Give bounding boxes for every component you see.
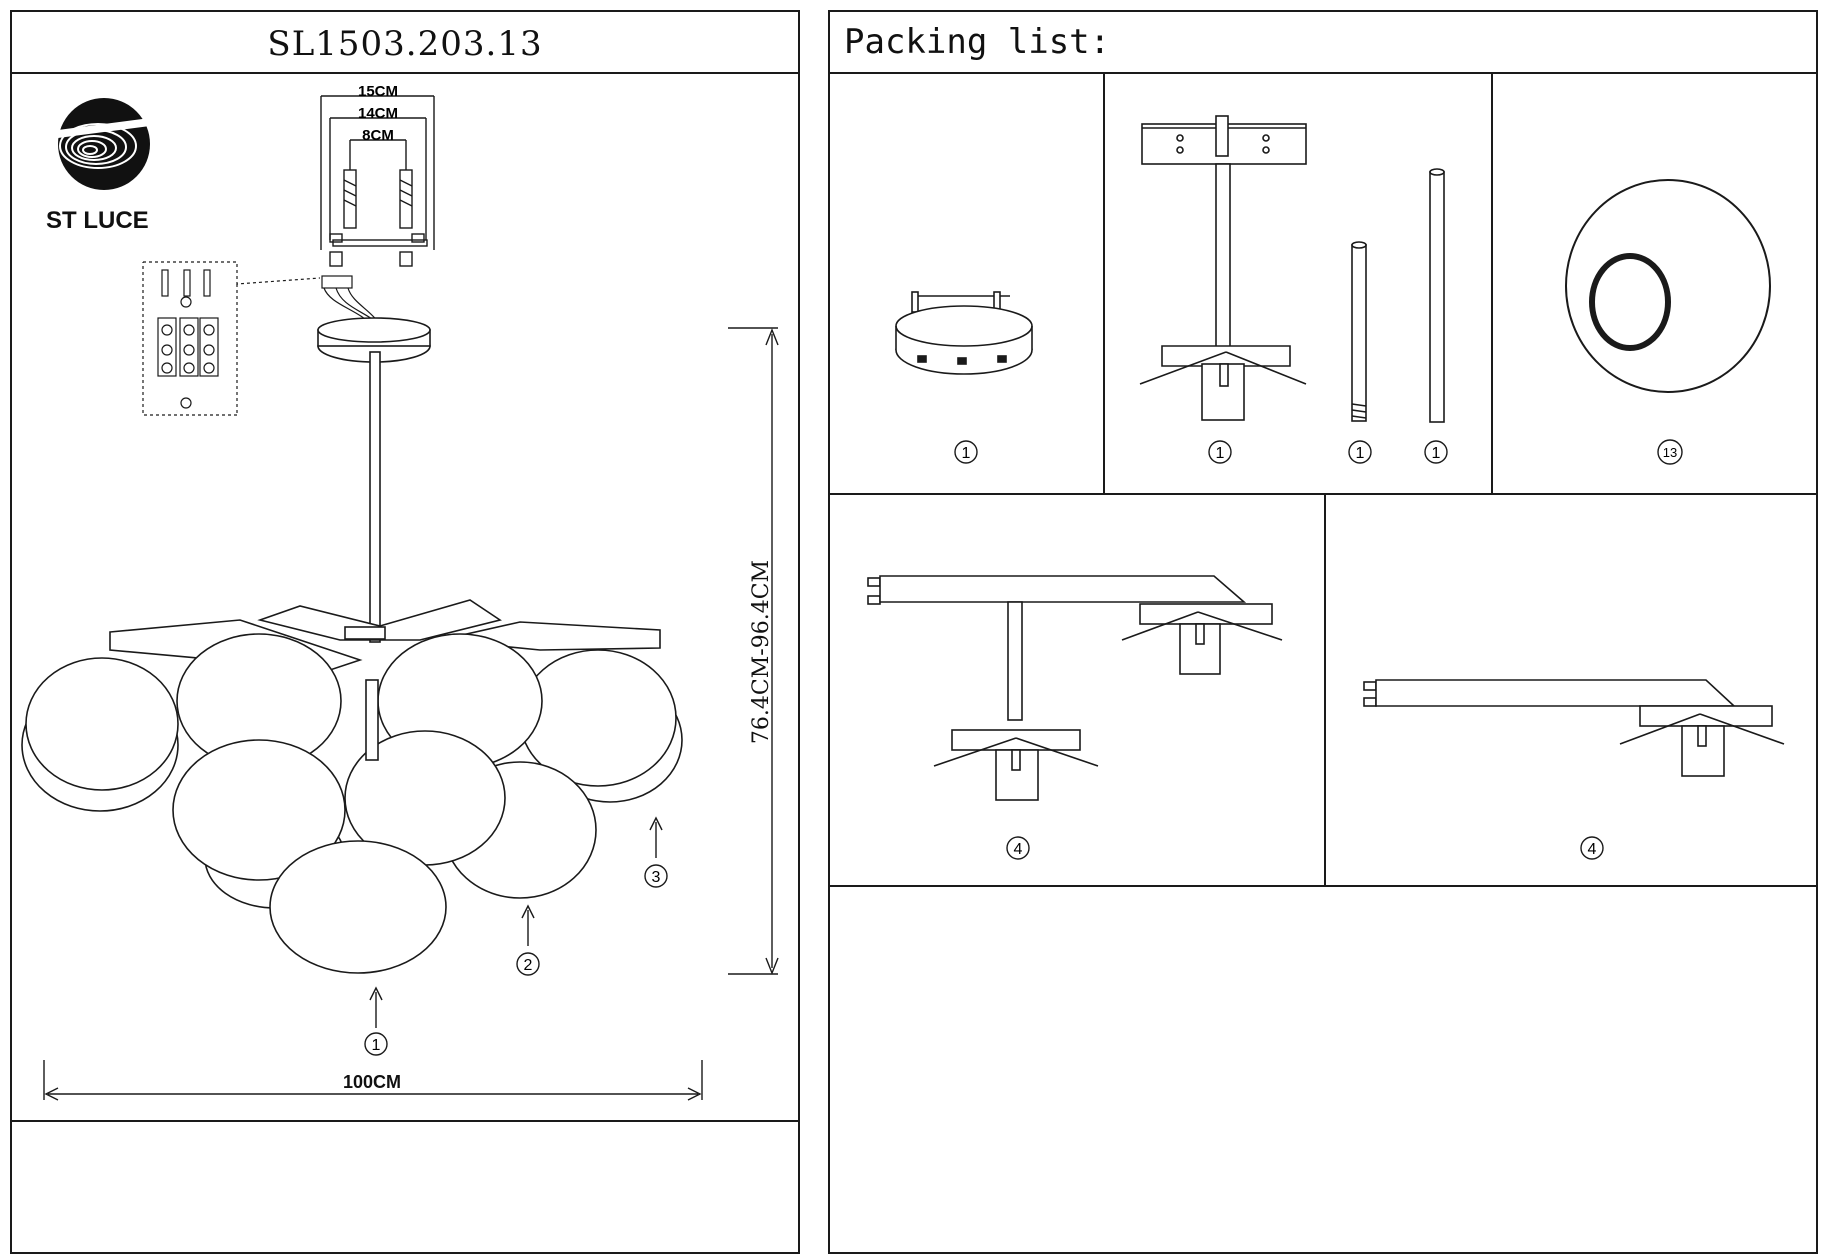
left-footer-box [12, 1120, 798, 1252]
qty-canopy: 1 [962, 445, 971, 462]
width-dimension-label: 100CM [343, 1072, 401, 1092]
mount-dim-14: 14CM [358, 105, 398, 122]
callout-1: 1 [372, 1037, 381, 1054]
packing-item-body [1139, 115, 1307, 421]
packing-list-title: Packing list: [844, 22, 1111, 62]
shade-callouts [364, 816, 668, 1056]
packing-item-canopy [895, 291, 1033, 375]
packing-grid-lines [828, 72, 1818, 887]
mount-dimension-drawing [320, 95, 435, 267]
mount-dim-8: 8CM [362, 127, 394, 144]
qty-arm-double: 4 [1014, 841, 1023, 858]
callout-2: 2 [524, 957, 533, 974]
chandelier-drawing [21, 317, 683, 974]
width-dimension [43, 1060, 703, 1101]
height-dimension [728, 327, 779, 975]
qty-body: 1 [1216, 445, 1225, 462]
model-title-box: SL1503.203.13 [12, 12, 798, 74]
packing-item-rod-short [1351, 241, 1367, 422]
packing-list-panel: Packing list: [828, 10, 1818, 1254]
qty-rod-short: 1 [1356, 445, 1365, 462]
packing-item-shade [1565, 179, 1771, 393]
packing-item-arm-double [867, 575, 1283, 801]
wiring-detail [142, 261, 381, 416]
qty-shade: 13 [1663, 445, 1677, 460]
packing-item-arm-single [1363, 679, 1785, 777]
mount-dim-15: 15CM [358, 83, 398, 100]
packing-item-rod-long [1429, 168, 1445, 423]
brand-name: ST LUCE [46, 207, 149, 234]
qty-arm-single: 4 [1588, 841, 1597, 858]
height-dimension-label: 76.4CM-96.4CM [749, 560, 774, 744]
product-drawing-panel: SL1503.203.13 [10, 10, 800, 1254]
qty-rod-long: 1 [1432, 445, 1441, 462]
st-luce-logo: ST LUCE [46, 98, 150, 234]
callout-3: 3 [652, 869, 661, 886]
packing-title-box: Packing list: [830, 12, 1816, 74]
model-number: SL1503.203.13 [267, 24, 543, 64]
